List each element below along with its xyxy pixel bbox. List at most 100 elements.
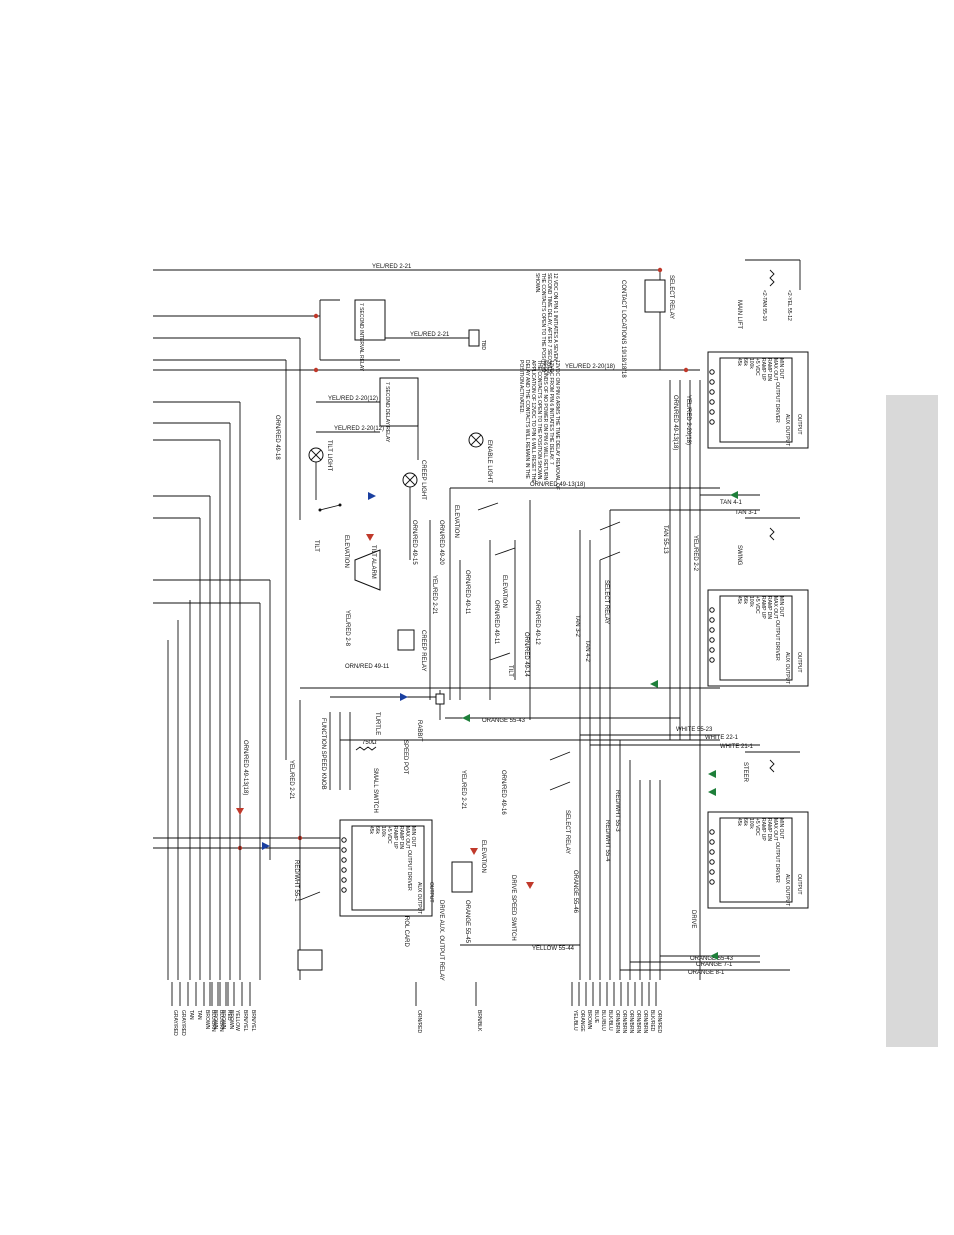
card-value: 45k [368, 826, 374, 835]
bottom-label-left-3: TAN [196, 1010, 202, 1020]
card-value: RAMP DN [766, 818, 772, 841]
wire-label-yel-red-2-21d: YEL/RED 2-21 [431, 575, 437, 615]
bottom-label-mid-1: BRN/BLK [476, 1010, 482, 1032]
left-vertical-wires: ORN/RED 49-18 ORN/RED 49-13(18) YEL/RED … [167, 360, 301, 980]
card-value: 66k [742, 596, 748, 605]
elevation-label-c: ELEVATION [501, 575, 507, 608]
bottom-label-left-7: BROWN [228, 1010, 234, 1030]
bottom-label-left-2: TAN [188, 1010, 194, 1020]
card-value: MAX OUT [772, 358, 778, 381]
bottom-label-right-0: YEL/BLU [572, 1010, 578, 1031]
card-output-driver: OUTPUT DRIVER [774, 620, 780, 661]
card-output-driver: OUTPUT DRIVER [774, 382, 780, 423]
creep-relay: CREEP RELAY [397, 629, 426, 671]
wire-label-tan-55-13: TAN 55-13 [662, 525, 668, 554]
bottom-label-right-3: BLUE [593, 1010, 599, 1024]
card-value: MIN OUT [778, 358, 784, 379]
wire-label-red-wht-55-1: RED/WHT 55-1 [293, 860, 299, 902]
creep-relay-label: CREEP RELAY [420, 630, 426, 671]
bottom-label-left2-0: BLU/BRN [210, 1010, 216, 1032]
card-output-driver: OUTPUT DRIVER [406, 850, 412, 891]
card-value: 66k [742, 818, 748, 827]
elevation-tilt-switches: TILT ELEVATION ELEVATION ELEVATION TILT [313, 502, 516, 677]
card-value: MIN OUT [778, 596, 784, 617]
select-relay-low: SELECT RELAY [549, 751, 571, 854]
select-relay-top: SELECT RELAY [644, 275, 674, 319]
wire-label-orn-red-49-13c: ORN/RED 49-13(18) [672, 395, 678, 450]
bottom-label-right-5: BLK/BLU [607, 1010, 613, 1031]
wire-label-tan-4-2: TAN 4-2 [584, 640, 590, 663]
turtle-label: TURTLE [374, 712, 380, 735]
notes: 12 VDC ON PIN 1 INITIATES A SEVEN SECOND… [518, 273, 626, 490]
right-vertical-wires: ORN/RED 49-13(18) YEL/RED 2-20(18) TAN 5… [572, 380, 701, 980]
card-output: OUTPUT [796, 874, 802, 895]
card-value: 66k [742, 358, 748, 367]
wire-label-yel-red-2-20: YEL/RED 2-20(18) [565, 364, 615, 370]
bottom-label-right-8: ORN/BRN [628, 1010, 634, 1033]
select-relay-low-label: SELECT RELAY [564, 810, 570, 854]
tilt-label-a: TILT [313, 540, 319, 552]
wire-label-orn-red-49-20: ORN/RED 49-20 [438, 520, 444, 565]
card-value: RAMP UP [760, 358, 766, 381]
relay-7sec-interval: 7 SECOND INTERVAL RELAY YEL/RED 2-21 TBD [319, 299, 486, 372]
bottom-label-right-11: BLK/RED [649, 1010, 655, 1032]
elevation-label-a: ELEVATION [343, 535, 349, 568]
card-value: 45k [736, 358, 742, 367]
card-value: RAMP DN [766, 358, 772, 381]
bottom-label-right-6: ORN/BRN [614, 1010, 620, 1033]
bottom-label-left-0: GRAY/RED [172, 1010, 178, 1036]
contact-locations-label: CONTACT LOCATIONS 19/18/18/18 [620, 280, 626, 378]
rabbit-label: RABBIT [416, 720, 422, 742]
elevation-label-d: ELEVATION [480, 840, 486, 873]
tbd-label: TBD [480, 340, 486, 350]
card-value: +5 VDC [754, 818, 760, 836]
select-relay-mid-label: SELECT RELAY [603, 580, 609, 624]
tilt-alarm-label: TILT ALARM [370, 545, 376, 579]
card-output: OUTPUT [796, 652, 802, 673]
card-output: OUTPUT [796, 414, 802, 435]
time-delay-note-2: 12VDC ON PIN 6 ARMS THE TIME DELAY REMOV… [518, 360, 560, 490]
wire-label-orn-red-49-11: ORN/RED 49-11 [464, 570, 470, 615]
bottom-label-left2-5: BRN/YEL [250, 1010, 256, 1032]
card-aux-output: AUX OUTPUT [784, 874, 790, 906]
wire-label-orn-red-49-16: ORN/RED 49-16 [500, 770, 506, 815]
wire-label-yel-red-2-20c: YEL/RED 2-20(18) [685, 395, 691, 445]
bottom-label-left-6: BROWN [220, 1010, 226, 1030]
wire-label-yel-red-2-8: YEL/RED 2-8 [344, 610, 350, 647]
wire-label-red-wht-55-4: RED/WHT 55-4 [604, 820, 610, 862]
main-lift-label: MAIN LIFT [736, 300, 742, 329]
bottom-label-right-4: BLU/BLU [600, 1010, 606, 1031]
wire-label-orange-55-45: ORANGE 55-45 [464, 900, 470, 944]
bottom-label-right-2: BROWN [586, 1010, 592, 1030]
wire-label-tan-3-1: TAN 3-1 [735, 510, 758, 516]
card-aux-output: AUX OUTPUT [784, 414, 790, 446]
card-aux-output: AUX OUTPUT [416, 882, 422, 914]
bottom-label-right-12: ORN/RED [656, 1010, 662, 1033]
wire-label-orange-55-43: ORANGE 55-43 [482, 718, 526, 724]
main-lift-joystick: <2-TAN 55-10 <2-YEL 55-12 MAIN LIFT [736, 259, 801, 329]
drive-speed-switch-label: DRIVE SPEED SWITCH [510, 875, 516, 941]
bottom-label-left2-2: RED [226, 1010, 232, 1021]
card-value: RAMP UP [760, 596, 766, 619]
card-value: +5 VDC [754, 358, 760, 376]
drive-label: DRIVE [690, 910, 696, 928]
card-value: 45k [736, 818, 742, 827]
card-value: MAX OUT [772, 818, 778, 841]
wire-label-orange-55-43b: ORANGE 55-43 [690, 956, 734, 962]
card-value: 66k [374, 826, 380, 835]
card-value: MAX OUT [404, 826, 410, 849]
wire-label-orn-red-49-11c: ORN/RED 49-11 [345, 664, 390, 670]
main-lift-wires-b: <2-YEL 55-12 [786, 290, 792, 321]
bottom-label-right-1: ORANGE [579, 1010, 585, 1032]
wire-label-orn-red-49-13b: ORN/RED 49-13(18) [242, 740, 248, 795]
function-speed-knob-label: FUNCTION SPEED KNOB [320, 718, 326, 790]
bottom-label-left2-4: BRN/YEL [242, 1010, 248, 1032]
wire-label-orange-7-1: ORANGE 7-1 [696, 962, 733, 968]
wire-label-white-55-23: WHITE 55-23 [676, 727, 713, 733]
card-value: RAMP DN [766, 596, 772, 619]
